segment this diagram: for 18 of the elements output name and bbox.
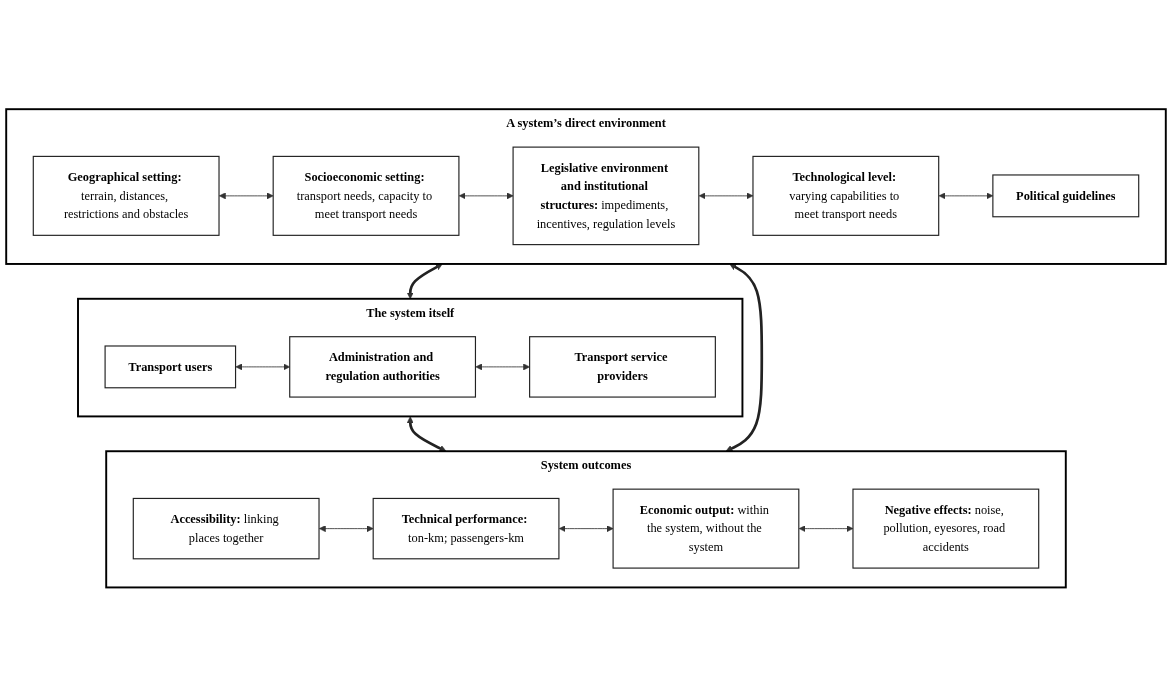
node-box (32, 155, 220, 236)
node-box (372, 497, 560, 560)
cluster (77, 297, 744, 418)
node-box (992, 174, 1140, 217)
node-box (132, 497, 320, 560)
node-box (529, 335, 716, 398)
node-box (752, 155, 940, 236)
cluster (5, 107, 1167, 265)
node-box (512, 146, 700, 245)
arrow (406, 263, 443, 299)
node-box (289, 335, 477, 398)
arrow (725, 263, 764, 452)
cluster (105, 449, 1067, 589)
arrow (406, 416, 447, 452)
node-box (272, 155, 460, 236)
node-box (612, 488, 800, 569)
node-box (104, 345, 237, 389)
node-box (852, 488, 1040, 569)
